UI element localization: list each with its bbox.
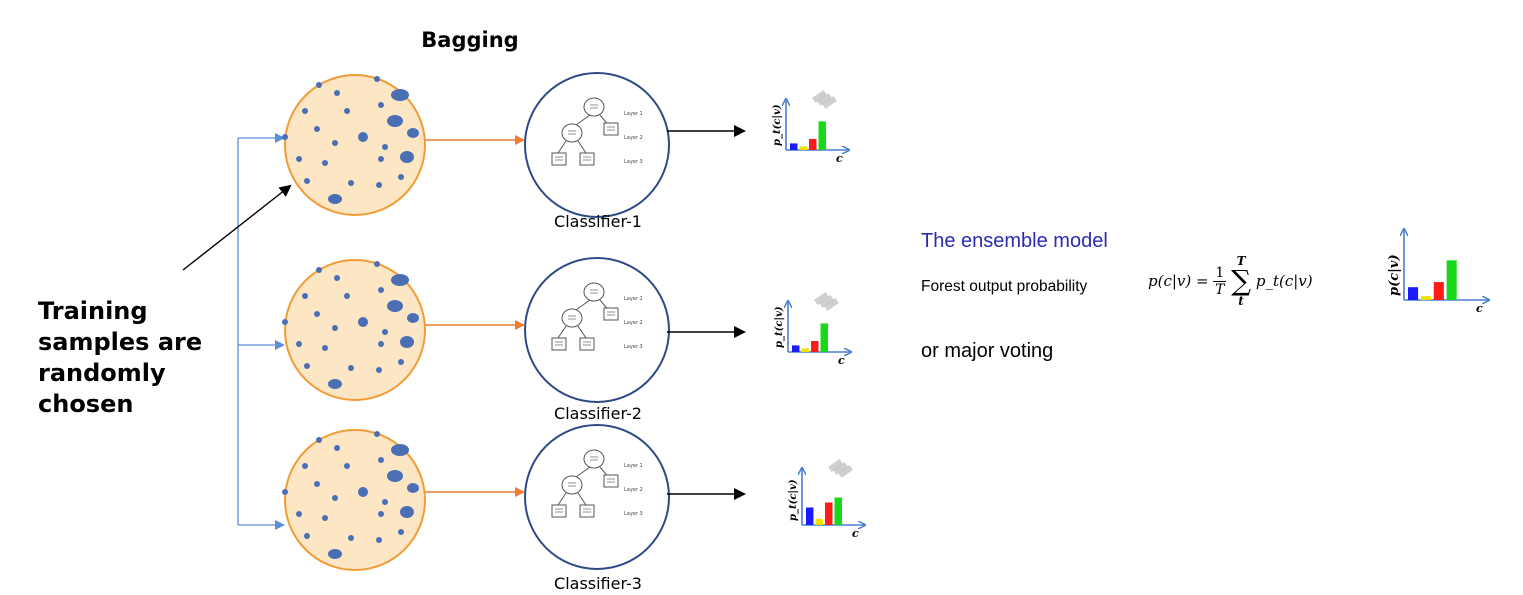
tree-layer-label-3-1: Layer 1 xyxy=(624,463,643,469)
classifier-2-label: Classifier-2 xyxy=(554,404,642,423)
histogram-bg-1 xyxy=(760,94,856,164)
faded-tree-3-1 xyxy=(828,458,843,472)
tree-layer-label-1-1: Layer 1 xyxy=(624,111,643,117)
faded-tree-2-2 xyxy=(819,294,834,308)
formula-rhs: p_t(c|v) xyxy=(1255,272,1313,290)
training-subset-2 xyxy=(284,259,426,401)
histogram-bar-3-3 xyxy=(825,502,833,525)
classifier-3-circle xyxy=(524,424,670,570)
classifier-1-circle xyxy=(524,72,670,218)
probability-histogram-2: p_t(c|v)c xyxy=(762,291,858,367)
tree-layer-label-1-2: Layer 2 xyxy=(624,135,643,141)
histogram-bar-2-1 xyxy=(792,345,800,352)
formula-denominator: T xyxy=(1215,281,1225,298)
classifier-1-label: Classifier-1 xyxy=(554,212,642,231)
histogram-bar-4-2 xyxy=(1420,296,1431,300)
histogram-y-label-4: p(c|v) xyxy=(1387,254,1402,296)
histogram-y-label-2: p_t(c|v) xyxy=(774,306,785,348)
probability-histogram-3: p_t(c|v)c xyxy=(776,458,872,540)
histogram-x-label-3: c xyxy=(852,527,859,540)
training-samples-annotation: Training samples are randomly chosen xyxy=(38,297,203,418)
tree-layer-label-1-3: Layer 3 xyxy=(624,159,643,165)
histogram-bar-3-1 xyxy=(806,507,814,525)
formula-numerator: 1 xyxy=(1213,264,1227,282)
probability-histogram-4: p(c|v) c xyxy=(1378,224,1496,315)
tree-layer-label-2-1: Layer 1 xyxy=(624,296,643,302)
faded-tree-1-1 xyxy=(812,89,827,103)
histogram-bar-4-4 xyxy=(1446,260,1457,300)
formula-sum: T ∑ t xyxy=(1231,254,1251,308)
forest-output-label: Forest output probability xyxy=(921,278,1088,295)
sum-symbol: ∑ xyxy=(1231,264,1252,297)
histogram-bar-3-2 xyxy=(815,519,823,525)
histogram-x-label-1: c xyxy=(836,152,843,165)
annotation-pointer-arrow xyxy=(182,184,292,271)
faded-tree-2-3 xyxy=(824,297,839,311)
formula-sum-top: T xyxy=(1236,254,1246,268)
histogram-y-label-1: p_t(c|v) xyxy=(772,104,783,146)
faded-tree-3-2 xyxy=(833,461,848,475)
diagram-title: Bagging xyxy=(421,28,519,52)
formula-sum-bottom: t xyxy=(1238,294,1244,308)
histogram-bar-1-4 xyxy=(818,121,826,150)
tree-layer-label-3-2: Layer 2 xyxy=(624,487,643,493)
training-subset-1 xyxy=(284,74,426,216)
histogram-bar-4-3 xyxy=(1433,282,1444,300)
tree-layer-label-2-3: Layer 3 xyxy=(624,344,643,350)
tree-layer-label-3-3: Layer 3 xyxy=(624,511,643,517)
histogram-bar-3-4 xyxy=(834,497,842,525)
histogram-bg-3 xyxy=(776,463,872,539)
histogram-x-label-2: c xyxy=(838,354,845,367)
histogram-bar-2-2 xyxy=(801,348,809,352)
formula-fraction: 1 T xyxy=(1213,264,1227,298)
formula-lhs: p(c|v) = xyxy=(1148,272,1209,290)
histogram-bar-1-2 xyxy=(799,146,807,150)
classifier-2-circle xyxy=(524,257,670,403)
tree-layer-label-2-2: Layer 2 xyxy=(624,320,643,326)
histogram-x-label-4: c xyxy=(1476,302,1483,315)
classifier-3-label: Classifier-3 xyxy=(554,574,642,593)
faded-tree-1-3 xyxy=(822,95,837,109)
histogram-bg-2 xyxy=(762,296,858,366)
faded-tree-1-2 xyxy=(817,92,832,106)
major-voting-text: or major voting xyxy=(921,340,1054,362)
histogram-bar-4-1 xyxy=(1408,287,1419,300)
histogram-bar-2-3 xyxy=(811,341,819,352)
faded-tree-2-1 xyxy=(814,291,829,305)
probability-histogram-1: p_t(c|v)c xyxy=(760,89,856,165)
histogram-y-label-3: p_t(c|v) xyxy=(788,479,799,521)
faded-tree-3-3 xyxy=(838,464,853,478)
ensemble-title: The ensemble model xyxy=(921,230,1108,252)
histogram-bar-2-4 xyxy=(820,323,828,352)
histogram-bar-1-3 xyxy=(809,139,817,150)
ensemble-formula: p(c|v) = 1 T T ∑ t p_t(c|v) xyxy=(1148,254,1313,308)
training-subset-3 xyxy=(284,429,426,571)
histogram-bar-1-1 xyxy=(790,143,798,150)
